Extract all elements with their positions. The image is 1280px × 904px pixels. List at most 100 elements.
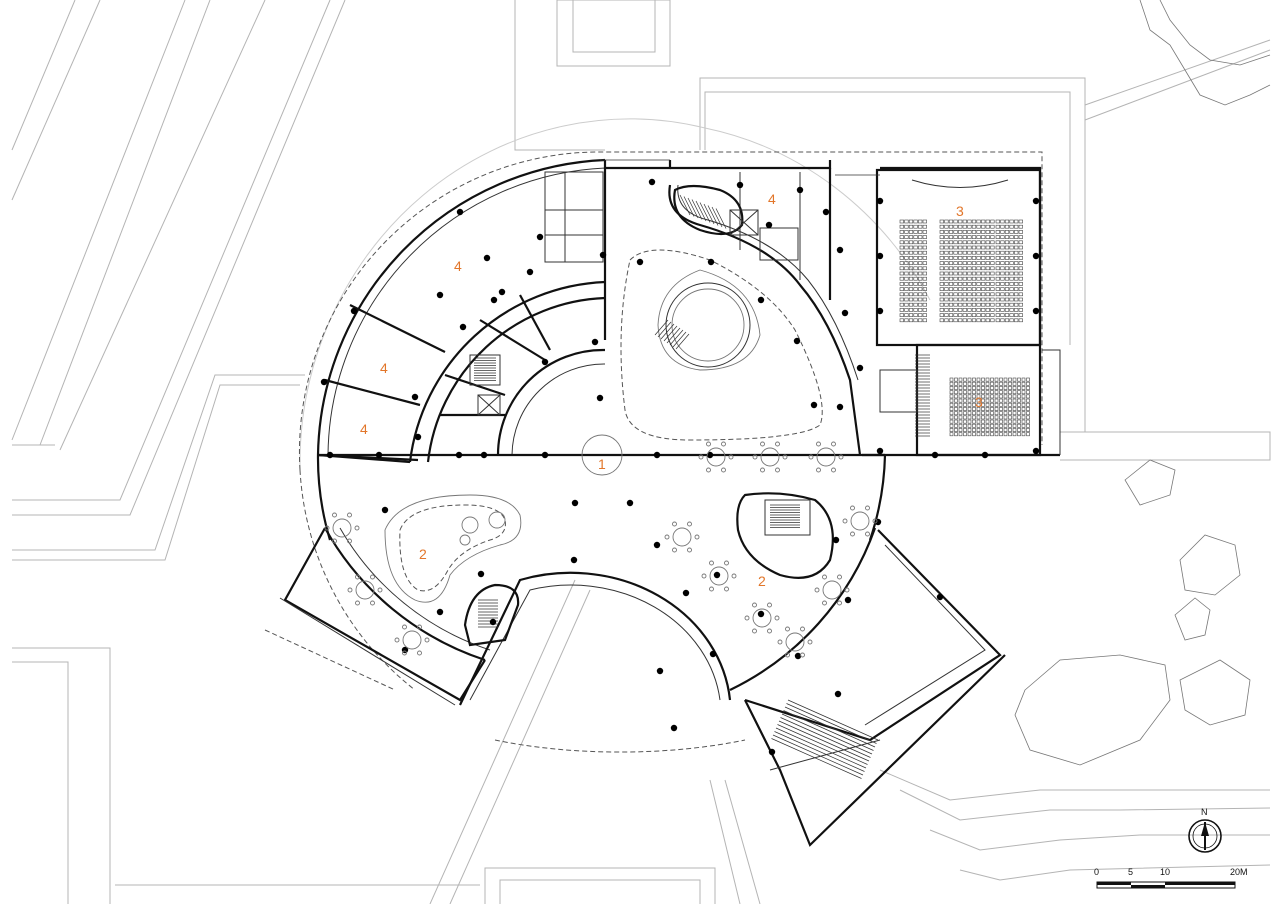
seat [1017,390,1021,395]
chair [672,521,677,527]
column [810,401,818,409]
seat [999,398,1003,403]
column [1032,252,1040,260]
seat [1014,266,1019,271]
seat [1012,428,1017,432]
seat [1026,428,1030,432]
seat [1000,308,1005,312]
seat [1026,432,1030,437]
seat [953,287,958,291]
column [490,296,498,304]
seat [963,411,967,416]
seat [904,313,909,317]
seat [972,402,976,407]
seat [1004,235,1010,239]
seat [918,235,923,239]
seat [904,271,909,276]
seat [981,266,986,271]
seat [939,219,944,224]
chair [324,525,330,531]
seat [972,411,976,416]
seat [972,394,976,399]
seat [967,266,972,271]
seat [1000,313,1005,317]
seat [918,245,923,250]
seat [967,245,972,250]
seat [904,256,909,260]
seat [958,276,963,281]
seat [1014,308,1019,312]
seat [999,407,1003,411]
building-walls [279,158,1061,847]
seat [990,386,994,390]
seat [962,261,967,265]
seat [999,390,1003,395]
seat [1018,235,1023,239]
seat [1021,390,1026,395]
seat [939,271,944,276]
seat [908,224,914,229]
seat [995,250,1000,255]
seat [913,261,918,265]
seat [939,256,944,260]
seat [994,428,999,432]
seat [899,240,904,245]
seat [913,282,918,286]
seat [962,230,967,234]
seat [981,432,985,437]
seat [981,308,986,312]
seat [1000,219,1005,224]
chair [782,454,788,460]
seat [1021,419,1026,424]
seat [971,266,977,271]
seat [1009,292,1014,297]
seat [958,381,963,386]
seat [972,415,976,420]
seat [1018,250,1023,255]
seat [985,276,990,281]
seat [948,256,954,260]
seat [971,235,977,239]
seat [1008,419,1012,424]
seat [967,411,972,416]
seat [999,386,1003,390]
column [656,667,664,675]
seat [1017,423,1021,428]
column [844,596,852,604]
chair [850,505,855,511]
seat [904,302,909,307]
seat [948,250,954,255]
seat [981,240,986,245]
seat [1000,235,1005,239]
seat [908,276,914,281]
seat [949,407,954,411]
seat [939,240,944,245]
seat [1012,394,1017,399]
seat [939,302,944,307]
chair [814,587,820,593]
seat [971,224,977,229]
seat [981,386,985,390]
stair-tread [669,329,684,346]
seat [1012,402,1017,407]
room-label-exhibit-west: 2 [419,546,427,562]
stair-tread [657,321,672,338]
seat [976,419,981,424]
seat [985,386,990,390]
seat [958,287,963,291]
seat [953,250,958,255]
seat [1014,276,1019,281]
chair [752,628,757,634]
column [832,536,840,544]
column [836,403,844,411]
seat [976,230,981,234]
seat [985,381,990,386]
seat [904,276,909,281]
seat [954,419,958,424]
seat [963,398,967,403]
seat [994,415,999,420]
seat [944,282,949,286]
seat [981,394,985,399]
seat [953,292,958,297]
chair [767,628,772,634]
